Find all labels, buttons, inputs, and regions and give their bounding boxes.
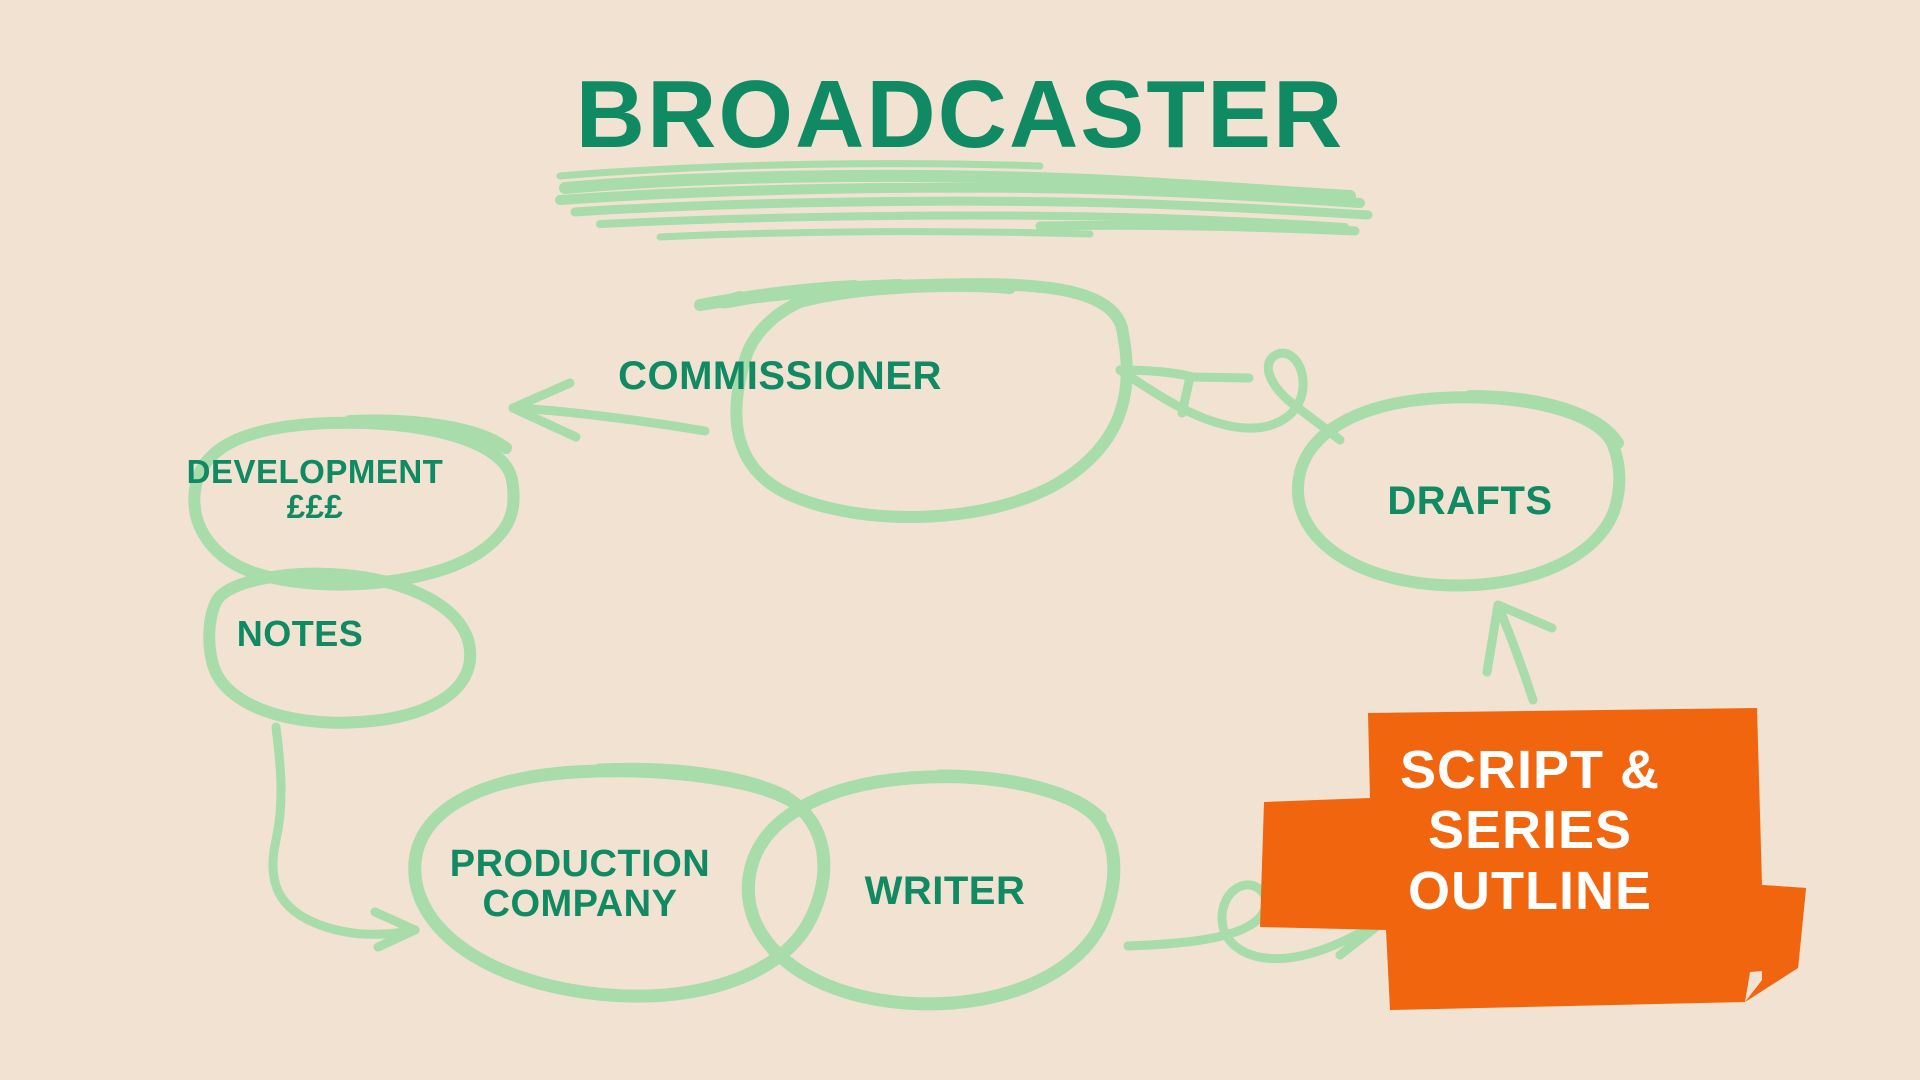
node-label-development: DEVELOPMENT £££: [186, 453, 444, 525]
node-label-writer: WRITER: [864, 869, 1026, 913]
node-label-drafts: DRAFTS: [1387, 479, 1553, 523]
commissioner-ellipse: [694, 278, 1133, 523]
node-label-commissioner: COMMISSIONER: [618, 354, 942, 398]
banner-label-script-series-outline: SCRIPT & SERIES OUTLINE: [1399, 740, 1661, 921]
title-underline-scribble: [555, 160, 1373, 241]
page-title: BROADCASTER: [575, 61, 1345, 168]
node-label-notes: NOTES: [236, 613, 364, 654]
arrow-drafts-to-commissioner: [1115, 348, 1345, 445]
node-label-production-company: PRODUCTION COMPANY: [449, 843, 711, 925]
